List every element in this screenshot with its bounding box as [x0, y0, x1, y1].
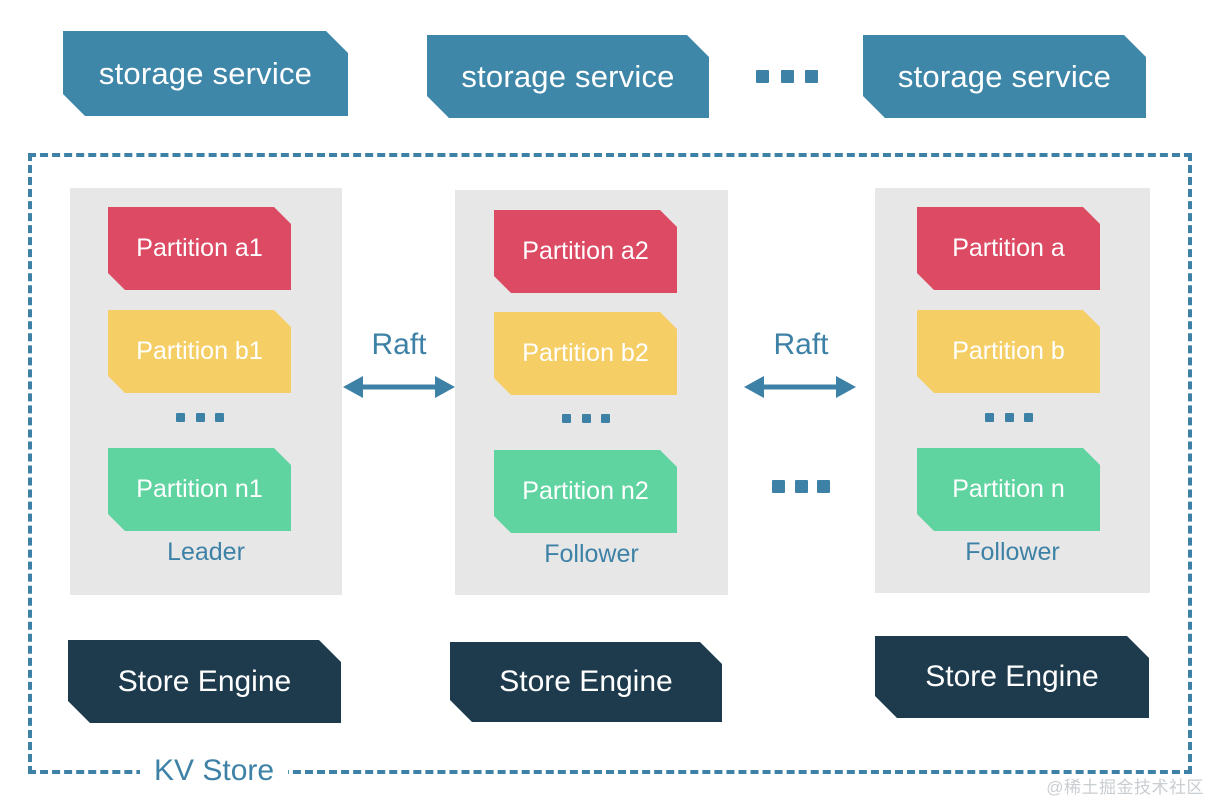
storage-service-box-3[interactable]: storage service — [863, 35, 1146, 118]
partition-label: Partition a2 — [522, 237, 649, 265]
storage-service-label: storage service — [98, 55, 313, 91]
store-engine-label: Store Engine — [117, 664, 292, 698]
node-role-label: Follower — [965, 538, 1060, 566]
store-engine-label: Store Engine — [925, 660, 1099, 693]
raft-arrow-2 — [744, 376, 856, 398]
partition-label: Partition a — [952, 234, 1065, 262]
partition-box[interactable]: Partition b — [917, 310, 1100, 393]
node-ellipsis-icon — [772, 480, 830, 493]
ellipsis-dot — [817, 480, 830, 493]
watermark: @稀土掘金技术社区 — [1046, 778, 1204, 797]
node-role-label: Leader — [167, 538, 245, 566]
ellipsis-dot — [794, 480, 808, 493]
partition-box[interactable]: Partition a1 — [108, 207, 291, 290]
ellipsis-dot — [1004, 413, 1014, 422]
store-engine-box-3[interactable]: Store Engine — [875, 636, 1149, 718]
kv-store-container — [28, 153, 1192, 774]
ellipsis-dot — [805, 70, 818, 83]
storage-service-box-2[interactable]: storage service — [427, 35, 709, 118]
node-role-label: Follower — [544, 540, 639, 568]
ellipsis-dot — [601, 414, 610, 423]
ellipsis-dot — [562, 414, 571, 423]
ellipsis-dot — [756, 70, 769, 83]
partition-box[interactable]: Partition a2 — [494, 210, 677, 293]
partition-label: Partition n2 — [522, 477, 649, 505]
partition-ellipsis-icon — [985, 413, 1033, 422]
ellipsis-dot — [176, 413, 185, 422]
partition-box[interactable]: Partition n2 — [494, 450, 677, 533]
kv-store-label: KV Store — [140, 754, 289, 788]
partition-box[interactable]: Partition n — [917, 448, 1100, 531]
storage-service-ellipsis-icon — [756, 70, 818, 83]
partition-box[interactable]: Partition a — [917, 207, 1100, 290]
partition-label: Partition n — [952, 475, 1065, 503]
raft-label-2: Raft — [773, 328, 829, 361]
storage-service-box-1[interactable]: storage service — [63, 31, 348, 116]
partition-label: Partition b — [952, 337, 1065, 365]
ellipsis-dot — [1024, 413, 1033, 422]
partition-label: Partition n1 — [136, 475, 263, 503]
partition-box[interactable]: Partition b2 — [494, 312, 677, 395]
store-engine-label: Store Engine — [499, 665, 673, 698]
partition-ellipsis-icon — [176, 413, 224, 422]
ellipsis-dot — [985, 413, 994, 422]
ellipsis-dot — [772, 480, 785, 493]
ellipsis-dot — [195, 413, 205, 422]
store-engine-box-2[interactable]: Store Engine — [450, 642, 722, 722]
storage-service-label: storage service — [897, 58, 1112, 94]
raft-arrow-1 — [343, 376, 455, 398]
partition-label: Partition b1 — [136, 337, 263, 365]
storage-service-label: storage service — [461, 58, 675, 94]
partition-box[interactable]: Partition n1 — [108, 448, 291, 531]
ellipsis-dot — [581, 414, 591, 423]
ellipsis-dot — [215, 413, 224, 422]
partition-box[interactable]: Partition b1 — [108, 310, 291, 393]
store-engine-box-1[interactable]: Store Engine — [68, 640, 341, 723]
ellipsis-dot — [780, 70, 794, 83]
partition-label: Partition b2 — [522, 339, 649, 367]
partition-ellipsis-icon — [562, 414, 610, 423]
partition-label: Partition a1 — [136, 234, 263, 262]
raft-label-1: Raft — [371, 328, 427, 361]
